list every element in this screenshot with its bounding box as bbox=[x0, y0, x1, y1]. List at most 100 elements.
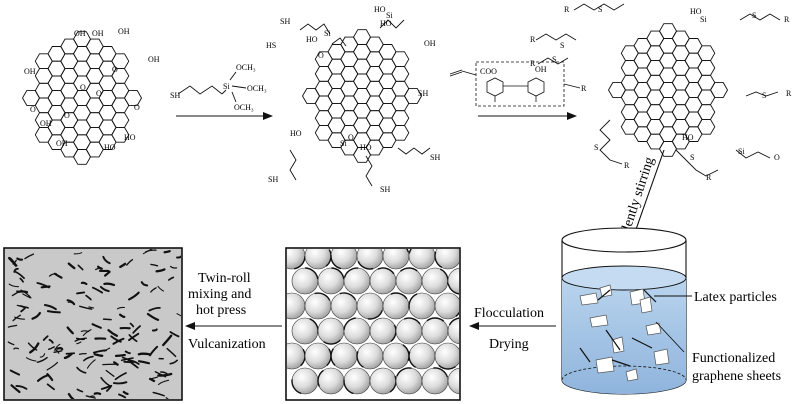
graphene-flake bbox=[67, 392, 75, 399]
graphene-flake bbox=[163, 250, 171, 254]
graphene-flake bbox=[76, 366, 87, 374]
group-label: Si bbox=[324, 29, 331, 38]
group-label: SH bbox=[430, 153, 440, 162]
graphene-coating bbox=[357, 260, 374, 270]
reagent2-r: R bbox=[581, 84, 587, 93]
group-label: R bbox=[706, 173, 712, 182]
twin-roll-line2: mixing and bbox=[188, 287, 251, 302]
graphene-flake bbox=[150, 287, 157, 293]
graphene-flake bbox=[113, 361, 119, 366]
graphene-flake bbox=[13, 270, 25, 280]
graphene-flake bbox=[36, 356, 48, 364]
chain bbox=[331, 37, 347, 47]
thioether-chains bbox=[535, 3, 781, 177]
graphene-flake bbox=[46, 383, 55, 391]
graphene-coating bbox=[426, 317, 445, 322]
graphene-flake bbox=[40, 285, 51, 289]
group-label: OH bbox=[56, 139, 68, 148]
hex-ring bbox=[684, 126, 703, 142]
graphene-flake bbox=[100, 376, 111, 387]
hex-ring bbox=[98, 134, 117, 150]
group-label: Si bbox=[386, 11, 393, 20]
graphene-coating bbox=[470, 372, 474, 389]
latex-sphere bbox=[434, 292, 459, 320]
graphene-coating bbox=[390, 292, 408, 300]
latex-sphere bbox=[447, 317, 459, 345]
graphene-flake bbox=[47, 346, 55, 351]
graphene-flake bbox=[112, 381, 128, 385]
graphene-flake bbox=[27, 342, 38, 351]
graphene-flake bbox=[127, 359, 140, 365]
graphene-flake bbox=[85, 294, 92, 301]
hex-ring bbox=[378, 132, 397, 148]
graphene-sheet bbox=[631, 337, 653, 349]
graphene-flake bbox=[19, 305, 29, 309]
acrylate-reagent: COO OH R bbox=[449, 61, 587, 107]
lattice bbox=[301, 29, 423, 163]
latex-particles-label: Latex particles bbox=[694, 290, 777, 305]
graphene-flake bbox=[165, 397, 170, 399]
reagent2-coo: COO bbox=[480, 67, 497, 76]
graphene-coating bbox=[367, 310, 383, 320]
group-label: R bbox=[530, 35, 536, 44]
group-label: O bbox=[112, 65, 118, 74]
group-label: O bbox=[30, 105, 36, 114]
graphene-coating bbox=[323, 339, 341, 345]
chain bbox=[599, 119, 623, 165]
beaker bbox=[561, 227, 687, 395]
twin-roll-line1: Twin-roll bbox=[198, 271, 251, 286]
graphene-flake bbox=[93, 392, 102, 396]
graphene-flake bbox=[39, 353, 46, 358]
graphene-flake bbox=[37, 374, 49, 382]
graphene-sheet bbox=[605, 329, 621, 351]
graphene-flake bbox=[146, 312, 160, 321]
group-label: S bbox=[560, 41, 564, 50]
latex-particle bbox=[611, 336, 625, 354]
graphene-flake bbox=[107, 329, 119, 337]
group-label: OH bbox=[74, 29, 86, 38]
group-label: R bbox=[786, 89, 792, 98]
graphene-flake bbox=[97, 265, 103, 270]
graphene-flake bbox=[20, 289, 32, 299]
latex-particle bbox=[589, 314, 609, 328]
graphene-flakes bbox=[7, 249, 181, 399]
group-label: SH bbox=[380, 185, 390, 194]
group-label: Si bbox=[340, 139, 347, 148]
graphene-flake bbox=[152, 391, 165, 397]
graphene-flake bbox=[102, 255, 111, 265]
graphene-flake bbox=[76, 341, 82, 345]
latex-sphere bbox=[447, 267, 459, 295]
graphene-flake bbox=[155, 268, 166, 273]
graphene-flake bbox=[78, 352, 87, 355]
graphene-coating bbox=[305, 267, 319, 280]
graphene-flake bbox=[169, 359, 178, 365]
graphene-flake bbox=[8, 283, 19, 288]
graphene-sheet bbox=[643, 289, 657, 303]
latex-sphere bbox=[408, 249, 436, 270]
chain bbox=[397, 147, 431, 155]
graphene-flake bbox=[151, 328, 158, 332]
graphene-coating bbox=[403, 317, 421, 325]
graphene-sheet bbox=[579, 347, 591, 363]
graphene-coating bbox=[356, 351, 364, 368]
graphene-flake bbox=[157, 379, 170, 386]
group-label: Si bbox=[700, 15, 707, 24]
graphene-flake bbox=[118, 313, 126, 319]
flocculated-particles-panel bbox=[285, 247, 474, 401]
group-label: HO bbox=[360, 143, 372, 152]
graphene-flake bbox=[9, 369, 21, 376]
graphene-flake bbox=[162, 334, 173, 347]
graphene-flake bbox=[169, 265, 178, 269]
graphene-flake bbox=[93, 353, 104, 357]
graphene-flake bbox=[176, 255, 181, 259]
chain bbox=[739, 13, 781, 21]
chain bbox=[573, 3, 625, 11]
graphene-flake bbox=[67, 262, 76, 270]
graphene-flake bbox=[105, 384, 113, 392]
chain bbox=[537, 57, 569, 65]
hex-ring bbox=[403, 88, 423, 104]
flocculation-label: Flocculation bbox=[474, 306, 544, 321]
